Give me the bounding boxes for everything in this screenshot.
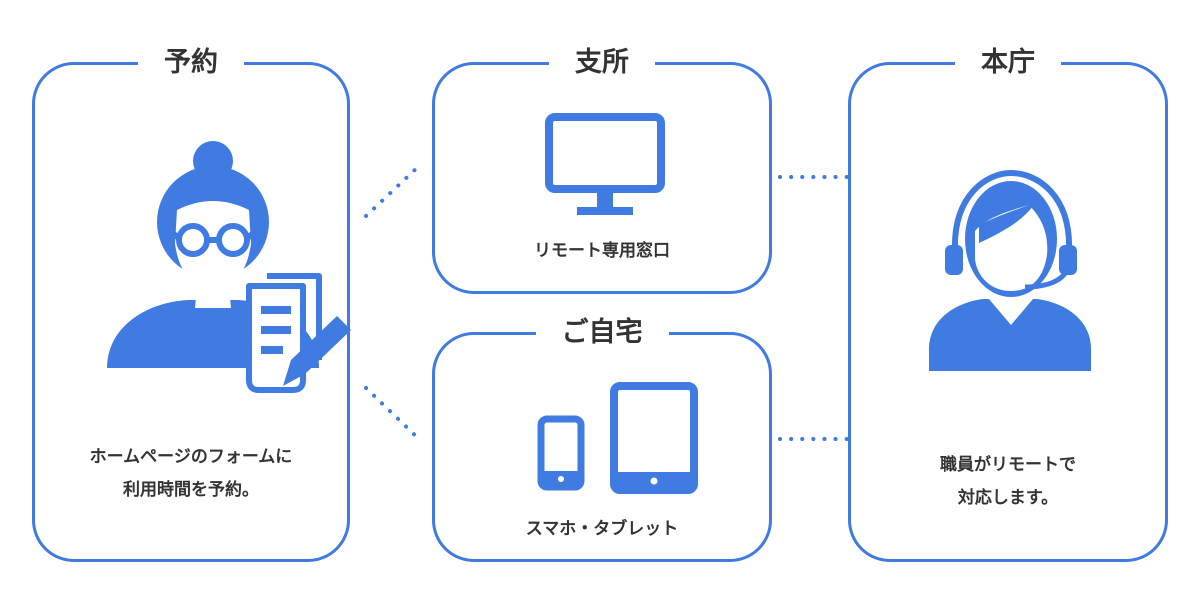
branch-title: 支所 — [435, 49, 769, 76]
home-panel: ご自宅 スマホ・タブレット — [432, 319, 772, 562]
reservation-caption-line1: ホームページのフォームに — [89, 447, 293, 467]
elderly-person-with-form-icon — [107, 141, 351, 393]
branch-panel: 支所 リモート専用窓口 — [432, 49, 772, 294]
reservation-caption-line2: 利用時間を予約。 — [123, 480, 259, 500]
headquarters-caption-line1: 職員がリモートで — [940, 455, 1076, 475]
connector-reservation-branch — [364, 163, 422, 218]
reservation-panel: 予約 ホームページのフォームに — [32, 49, 351, 562]
headquarters-panel: 本庁 職員がリモートで 対応します。 — [848, 49, 1168, 562]
reservation-title: 予約 — [35, 49, 347, 76]
tablet-icon — [610, 382, 698, 494]
smartphone-icon — [537, 415, 585, 491]
branch-caption: リモート専用窓口 — [534, 241, 670, 261]
desktop-monitor-icon — [545, 113, 665, 215]
headquarters-caption-line2: 対応します。 — [957, 488, 1059, 508]
headquarters-caption: 職員がリモートで 対応します。 — [851, 449, 1165, 515]
home-title: ご自宅 — [435, 319, 769, 346]
connector-reservation-home — [364, 386, 422, 442]
home-caption: スマホ・タブレット — [525, 519, 679, 539]
staff-with-headset-icon — [929, 169, 1091, 371]
headquarters-title: 本庁 — [851, 49, 1165, 76]
reservation-caption: ホームページのフォームに 利用時間を予約。 — [35, 441, 347, 507]
